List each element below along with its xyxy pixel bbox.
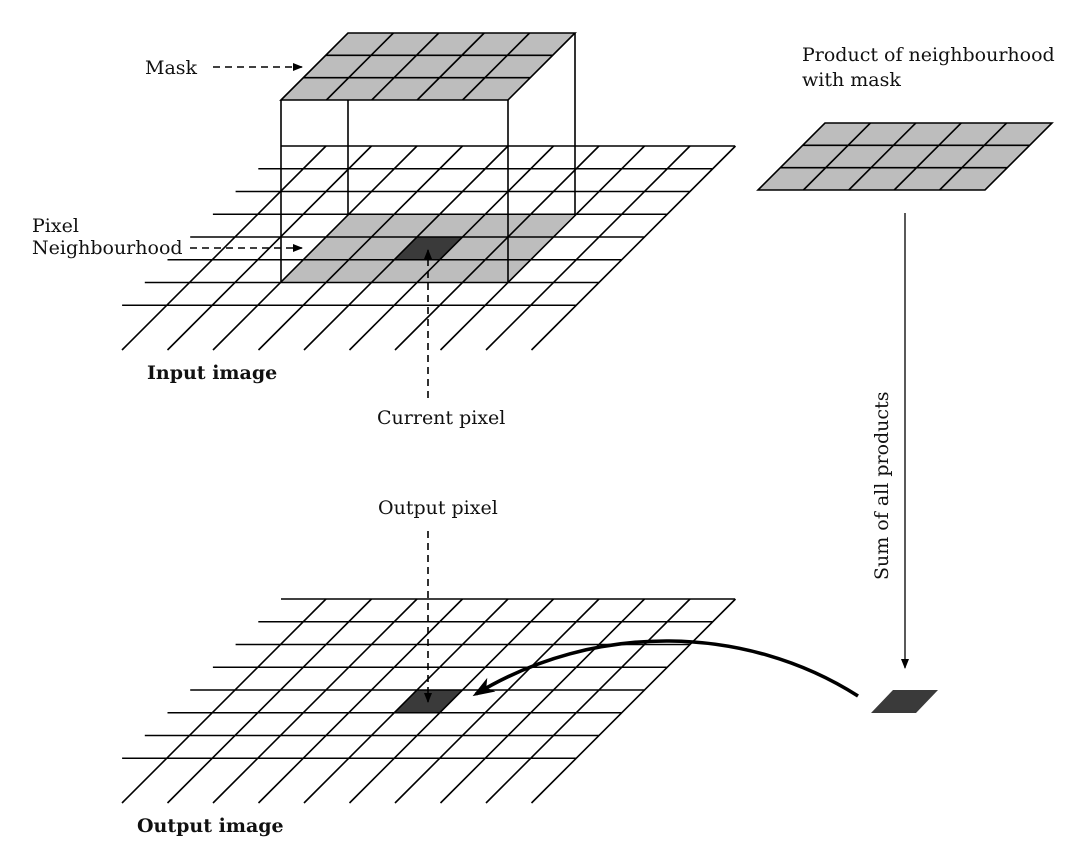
product-label-line2: with mask <box>802 69 901 91</box>
result-curve-arrow <box>472 639 859 698</box>
product-label-line1: Product of neighbourhood <box>802 44 1055 66</box>
input-grid-col-line <box>166 145 373 351</box>
output-grid-col-line <box>530 598 737 804</box>
product-grid <box>756 122 1054 191</box>
product-grid-col-line <box>939 122 1008 191</box>
input-image-grid <box>121 145 737 351</box>
output-grid-col-line <box>394 598 600 804</box>
mask-grid-col-line <box>371 32 440 101</box>
output-grid-col-line <box>348 598 555 804</box>
input-grid-col-line <box>394 145 600 351</box>
input-image-label: Input image <box>147 362 277 384</box>
output-grid-col-line <box>303 598 509 804</box>
neighbourhood-label: Neighbourhood <box>32 237 183 259</box>
input-grid-col-line <box>212 145 418 351</box>
output-grid-col-line <box>485 598 691 804</box>
input-grid-col-line <box>439 145 646 351</box>
mask-box <box>279 32 577 282</box>
input-grid-col-line <box>485 145 691 351</box>
current-pixel-label: Current pixel <box>377 407 505 429</box>
output-pixel-label: Output pixel <box>378 497 498 519</box>
input-grid-col-line <box>121 145 327 351</box>
input-grid-lines <box>121 145 737 351</box>
mask-grid-col-line <box>416 32 485 101</box>
input-grid-col-line <box>303 145 509 351</box>
input-grid-col-line <box>348 145 555 351</box>
output-image-label: Output image <box>137 815 284 837</box>
output-grid-col-line <box>212 598 418 804</box>
mask-grid-col-line <box>325 32 394 101</box>
mask-grid-col-line <box>462 32 531 101</box>
mask-grid <box>279 32 577 101</box>
sum-result-pixel <box>871 690 938 713</box>
product-grid-col-line <box>802 122 871 191</box>
output-grid-col-line <box>439 598 646 804</box>
output-grid-col-line <box>166 598 373 804</box>
sum-of-products-label: Sum of all products <box>871 392 893 580</box>
mask-label: Mask <box>145 57 198 79</box>
pixel-label: Pixel <box>32 215 79 237</box>
product-grid-col-line <box>893 122 962 191</box>
product-grid-col-line <box>848 122 917 191</box>
input-grid-col-line <box>257 145 464 351</box>
output-grid-col-line <box>121 598 327 804</box>
input-grid-col-line <box>530 145 737 351</box>
